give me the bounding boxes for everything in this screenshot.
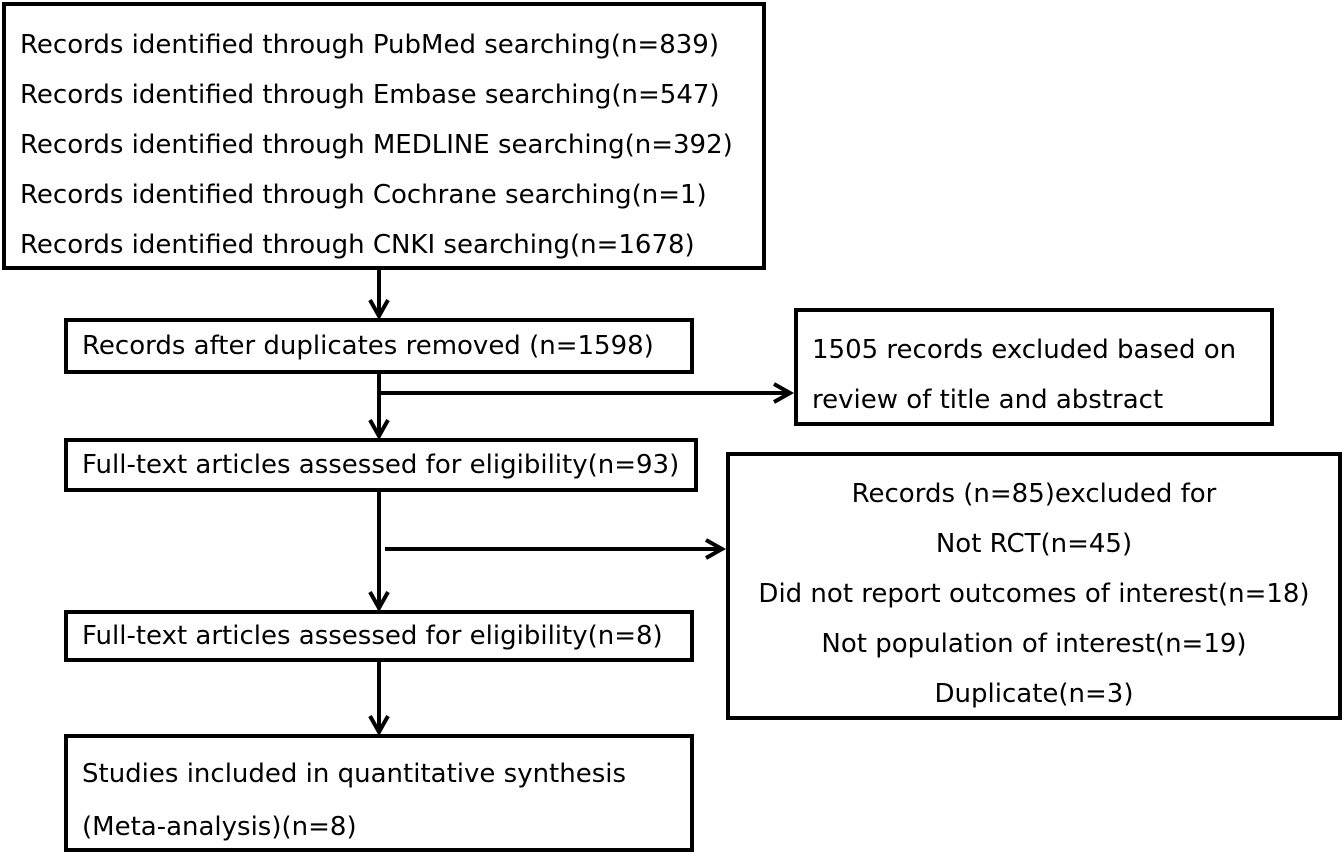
arrowhead-full-text-to-eligible	[368, 591, 390, 613]
excluded-not-rct: Not RCT(n=45)	[935, 529, 1133, 559]
arrowhead-duplicates-to-full-text	[368, 419, 390, 441]
excluded-title-abstract-line-1: 1505 records excluded based on	[812, 335, 1237, 365]
source-medline: Records identified through MEDLINE searc…	[20, 130, 733, 160]
excluded-no-outcomes: Did not report outcomes of interest(n=18…	[758, 579, 1310, 609]
eligible-label: Full-text articles assessed for eligibil…	[82, 621, 663, 651]
after-duplicates-box: Records after duplicates removed (n=1598…	[64, 318, 694, 374]
excluded-title-abstract-line-2: review of title and abstract	[812, 385, 1164, 415]
included-line-1: Studies included in quantitative synthes…	[82, 759, 627, 789]
after-duplicates-label: Records after duplicates removed (n=1598…	[82, 331, 654, 361]
included-line-2: (Meta-analysis)(n=8)	[82, 812, 357, 842]
full-text-assessed-box: Full-text articles assessed for eligibil…	[64, 438, 698, 492]
excluded-duplicate: Duplicate(n=3)	[934, 679, 1134, 709]
included-box: Studies included in quantitative synthes…	[64, 734, 694, 852]
source-cnki: Records identified through CNKI searchin…	[20, 230, 695, 260]
arrowhead-eligible-to-included	[368, 715, 390, 737]
arrowhead-identification-to-duplicates	[368, 299, 390, 321]
source-cochrane: Records identified through Cochrane sear…	[20, 180, 707, 210]
excluded-not-population: Not population of interest(n=19)	[821, 629, 1247, 659]
arrowhead-branch-to-full-text-exclusion	[705, 538, 727, 560]
identification-box: Records identified through PubMed search…	[2, 2, 766, 270]
eligible-box: Full-text articles assessed for eligibil…	[64, 610, 694, 662]
arrowhead-branch-to-title-exclusion	[773, 382, 795, 404]
source-embase: Records identified through Embase search…	[20, 80, 720, 110]
source-pubmed: Records identified through PubMed search…	[20, 30, 719, 60]
full-text-assessed-label: Full-text articles assessed for eligibil…	[82, 450, 680, 480]
excluded-title-abstract-box: 1505 records excluded based on review of…	[794, 308, 1274, 426]
excluded-full-text-header: Records (n=85)excluded for	[851, 479, 1217, 509]
excluded-full-text-box: Records (n=85)excluded for Not RCT(n=45)…	[726, 452, 1342, 720]
